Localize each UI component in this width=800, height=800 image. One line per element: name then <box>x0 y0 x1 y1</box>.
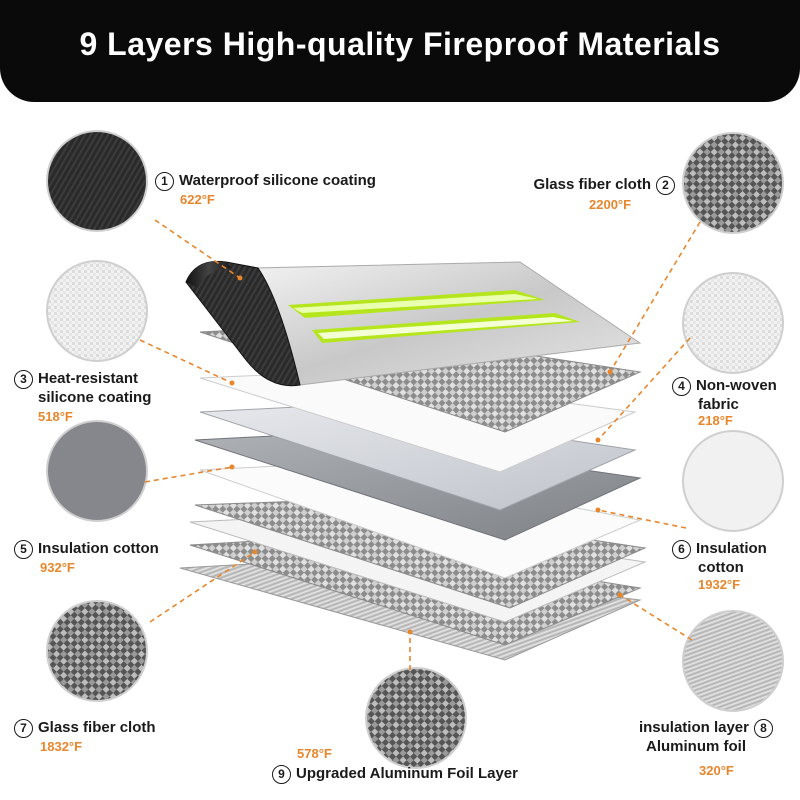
swatch-non-woven <box>682 272 784 374</box>
temp-layer-2: 2200°F <box>589 197 632 212</box>
label-layer-2: Glass fiber cloth 2 <box>470 176 675 195</box>
number-badge-6: 6 <box>672 540 691 559</box>
label-layer-5: 5 Insulation cotton <box>14 540 159 559</box>
swatch-glass-fiber-2 <box>682 132 784 234</box>
label-layer-8: insulation layer 8 Aluminum foil <box>570 719 773 756</box>
number-badge-5: 5 <box>14 540 33 559</box>
layer-4-name-line2: fabric <box>698 396 739 413</box>
swatch-waterproof-coating <box>46 130 148 232</box>
temp-layer-3: 518°F <box>38 409 73 424</box>
layer-1-name: Waterproof silicone coating <box>179 172 376 189</box>
label-layer-1: 1 Waterproof silicone coating <box>155 172 376 191</box>
swatch-heat-resistant <box>46 260 148 362</box>
swatch-insulation-cotton-5 <box>46 420 148 522</box>
layer-6-name-line2: cotton <box>698 559 744 576</box>
swatches <box>46 130 784 769</box>
layer-9-name: Upgraded Aluminum Foil Layer <box>296 765 518 782</box>
swatch-aluminum-foil-9 <box>365 667 467 769</box>
reflective-stripe-1-inner <box>293 294 538 313</box>
layer-3-name-line1: Heat-resistant <box>38 370 139 387</box>
layer-glass-fiber-7b <box>194 499 647 609</box>
label-layer-6: 6 Insulation cotton <box>672 540 767 577</box>
label-layer-9: 9 Upgraded Aluminum Foil Layer <box>272 765 518 784</box>
temp-layer-5: 932°F <box>40 560 75 575</box>
number-badge-7: 7 <box>14 719 33 738</box>
layer-6-name-line1: Insulation <box>696 540 767 557</box>
label-layer-4: 4 Non-woven fabric <box>672 377 777 414</box>
number-badge-8: 8 <box>754 719 773 738</box>
label-layer-3: 3 Heat-resistant silicone coating <box>14 370 151 407</box>
number-badge-1: 1 <box>155 172 174 191</box>
page-title: 9 Layers High-quality Fireproof Material… <box>79 26 721 62</box>
temp-layer-7: 1832°F <box>40 739 83 754</box>
temp-layer-9: 578°F <box>297 746 332 761</box>
label-layer-7: 7 Glass fiber cloth <box>14 719 156 738</box>
layer-4-name-line1: Non-woven <box>696 377 777 394</box>
layer-8-name-line1: insulation layer <box>638 719 749 736</box>
number-badge-3: 3 <box>14 370 33 389</box>
temp-layer-1: 622°F <box>180 192 215 207</box>
layer-3-name-line2: silicone coating <box>38 389 152 406</box>
swatch-insulation-cotton-6 <box>682 430 784 532</box>
layer-2-name: Glass fiber cloth <box>533 176 651 193</box>
swatch-aluminum-foil-8 <box>682 610 784 712</box>
leader-lines <box>139 219 701 670</box>
number-badge-2: 2 <box>656 176 675 195</box>
temp-layer-6: 1932°F <box>698 577 741 592</box>
temp-layer-8: 320°F <box>699 763 734 778</box>
title-banner: 9 Layers High-quality Fireproof Material… <box>0 0 800 102</box>
layer-5-name: Insulation cotton <box>38 540 159 557</box>
reflective-stripe-2-inner <box>318 317 573 339</box>
layer-8-name-line2: Aluminum foil <box>646 738 746 755</box>
swatch-glass-fiber-7 <box>46 600 148 702</box>
layer-non-woven-4 <box>199 404 637 511</box>
number-badge-9: 9 <box>272 765 291 784</box>
layer-7-name: Glass fiber cloth <box>38 719 156 736</box>
layer-stack <box>179 260 647 661</box>
number-badge-4: 4 <box>672 377 691 396</box>
temp-layer-4: 218°F <box>698 413 733 428</box>
